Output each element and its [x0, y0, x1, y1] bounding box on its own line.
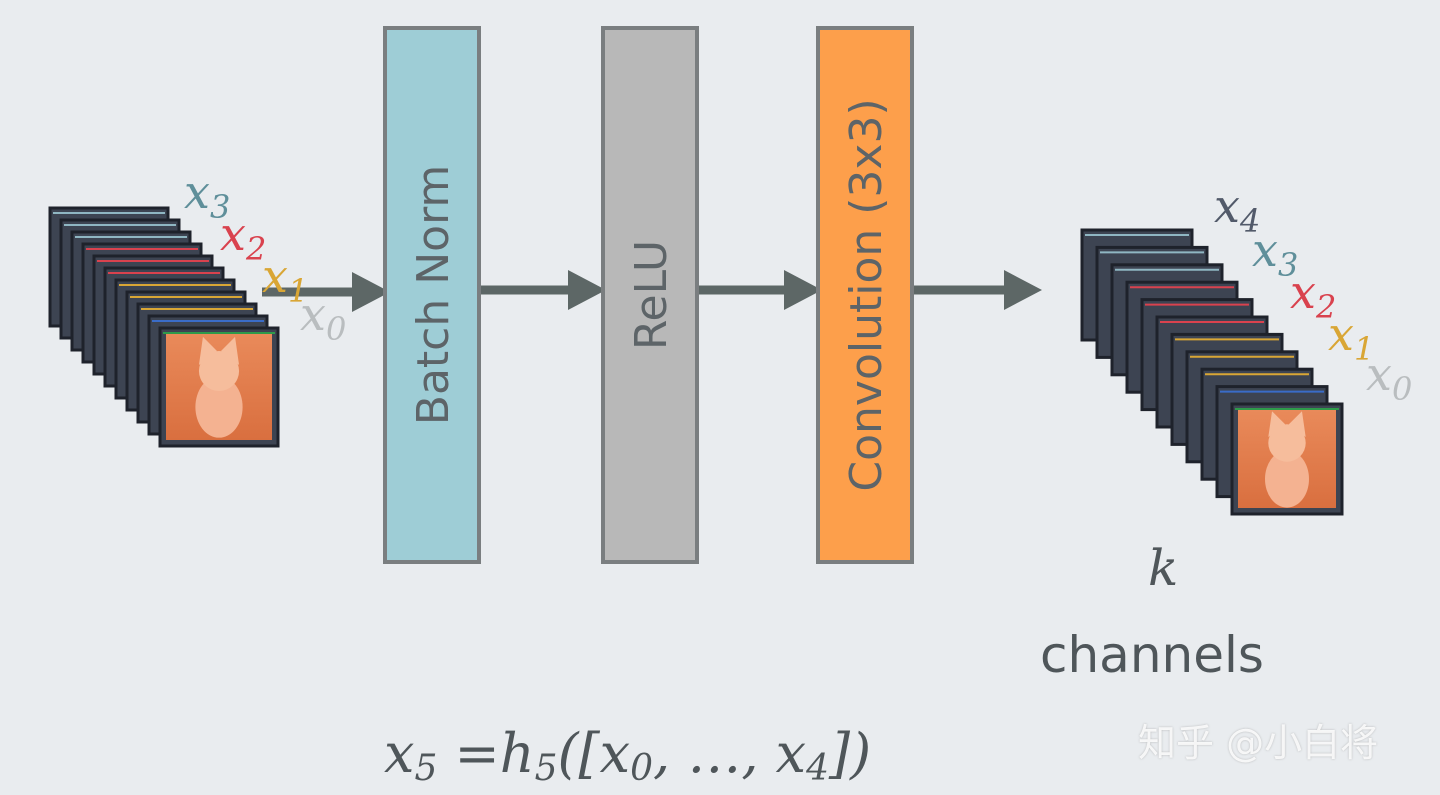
- formula-h-sub: 5: [535, 748, 558, 789]
- input-stack-cat-image: [166, 334, 272, 440]
- channels-label: channels: [1040, 626, 1264, 684]
- formula-lhs-sub: 5: [414, 748, 437, 789]
- input-label-x3: x3: [184, 165, 230, 226]
- output-label-x4: x4: [1214, 179, 1260, 240]
- formula-b-base: x: [776, 722, 806, 785]
- arrow-input-to-batchnorm-head: [352, 272, 390, 312]
- output-label-x0: x0: [1366, 347, 1412, 408]
- formula-b-sub: 4: [805, 748, 829, 789]
- output-label-x2: x2: [1290, 265, 1336, 326]
- flow-arrows: [262, 270, 1042, 312]
- input-label-x0: x0: [300, 287, 346, 348]
- arrow-conv-to-output-head: [1004, 270, 1042, 310]
- input-label-x2: x2: [220, 207, 266, 268]
- k-label: k: [1148, 539, 1178, 597]
- block-relu: ReLU: [601, 26, 699, 564]
- formula-a-sub: 0: [630, 748, 653, 789]
- arrow-relu-to-conv-head: [784, 270, 822, 310]
- formula-h-base: h: [500, 722, 535, 785]
- output-label-x1: x1: [1328, 307, 1374, 368]
- formula: x5 =h5([x0, …, x4]): [384, 722, 871, 789]
- formula-lhs-base: x: [384, 722, 414, 785]
- input-label-x1: x1: [262, 249, 308, 310]
- block-batch-norm: Batch Norm: [383, 26, 481, 564]
- output-feature-stack: [1080, 228, 1344, 516]
- zhihu-watermark: 知乎 @小白将: [1138, 721, 1379, 765]
- batch-norm-label: Batch Norm: [408, 165, 459, 425]
- convolution-box: [816, 26, 914, 564]
- formula-mid: , …,: [653, 722, 776, 785]
- batch-norm-box: [383, 26, 481, 564]
- output-label-x3: x3: [1252, 223, 1298, 284]
- input-feature-stack: [48, 206, 280, 448]
- convolution-label: Convolution (3x3): [841, 98, 892, 491]
- output-stack-cat-image: [1238, 410, 1336, 508]
- relu-label: ReLU: [626, 240, 677, 350]
- formula-a-base: x: [600, 722, 630, 785]
- block-convolution: Convolution (3x3): [816, 26, 914, 564]
- formula-close: ]): [828, 722, 871, 785]
- input-labels: x3 x2 x1 x0: [184, 165, 346, 348]
- output-labels: x4 x3 x2 x1 x0: [1214, 179, 1412, 408]
- formula-open: ([: [557, 722, 600, 785]
- relu-box: [601, 26, 699, 564]
- formula-eq: =: [437, 722, 499, 785]
- arrow-batchnorm-to-relu-head: [568, 270, 606, 310]
